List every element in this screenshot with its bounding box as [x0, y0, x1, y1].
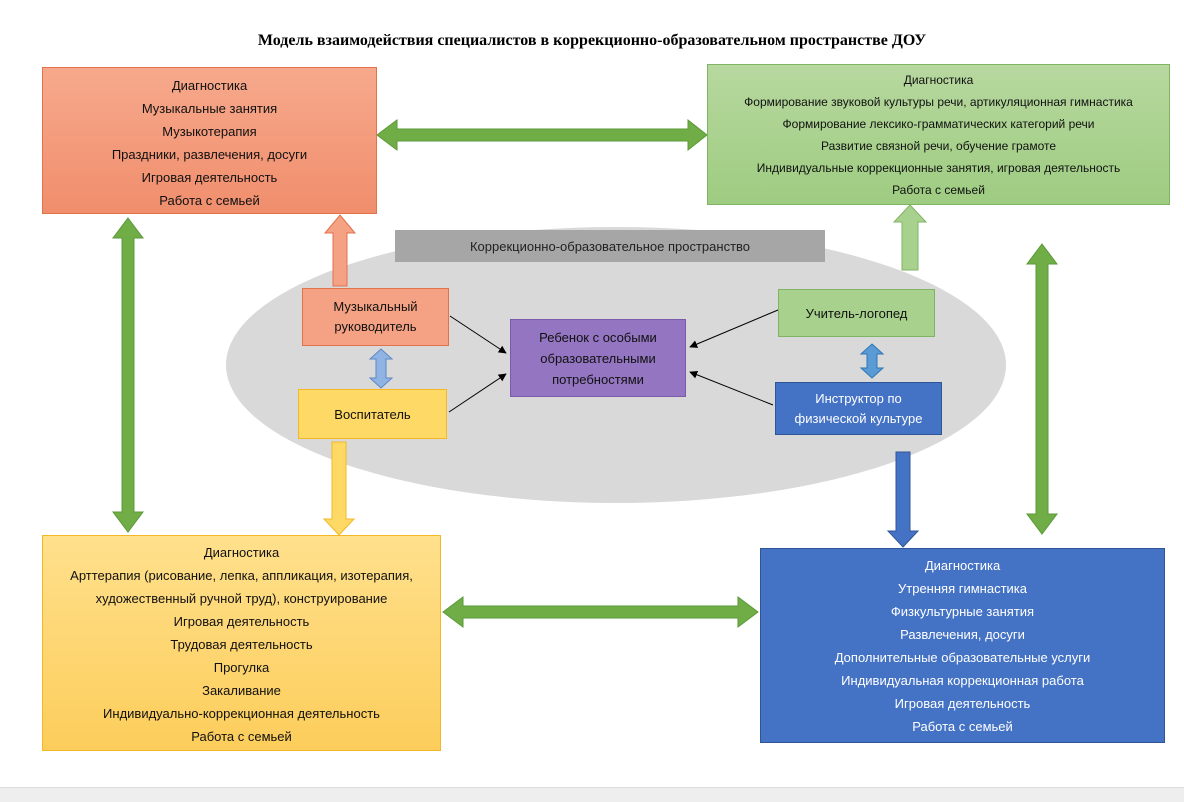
music-activity-item: Работа с семьей: [159, 193, 260, 208]
arrow-pe-role-down: [886, 451, 920, 548]
child-node: Ребенок с особыми образовательными потре…: [510, 319, 686, 397]
core-space-label: Коррекционно-образовательное пространств…: [395, 230, 825, 262]
speech-activity-item: Формирование лексико-грамматических кате…: [782, 117, 1095, 131]
pe-activity-item: Индивидуальная коррекционная работа: [841, 673, 1084, 688]
arrow-pe-to-child: [689, 370, 774, 406]
speech-activity-item: Индивидуальные коррекционные занятия, иг…: [756, 161, 1121, 175]
teacher-activities-box: Диагностика Арттерапия (рисование, лепка…: [42, 535, 441, 751]
double-arrow-speech-pe: [1026, 243, 1058, 535]
teacher-activity-item: Арттерапия (рисование, лепка, аппликация…: [70, 568, 413, 583]
double-arrow-teacher-pe: [442, 596, 759, 628]
pe-activity-item: Работа с семьей: [912, 719, 1013, 734]
pe-activity-item: Развлечения, досуги: [900, 627, 1025, 642]
double-arrow-speech-pe-roles: [859, 343, 885, 379]
speech-therapist-label: Учитель-логопед: [805, 305, 908, 321]
speech-activity-item: Работа с семьей: [892, 183, 985, 197]
music-activity-item: Музыкотерапия: [162, 124, 257, 139]
educator-label: Воспитатель: [334, 406, 411, 422]
speech-therapist-node: Учитель-логопед: [778, 289, 935, 337]
educator-node: Воспитатель: [298, 389, 447, 439]
arrow-speech-role-up: [892, 204, 928, 271]
teacher-activity-item: Диагностика: [203, 545, 280, 560]
music-activity-item: Диагностика: [171, 78, 248, 93]
music-director-node: Музыкальный руководитель: [302, 288, 449, 346]
pe-activity-item: Физкультурные занятия: [890, 604, 1035, 619]
teacher-activity-item: Трудовая деятельность: [170, 637, 313, 652]
teacher-activity-item: Закаливание: [202, 683, 281, 698]
arrow-teacher-to-child: [448, 373, 507, 413]
music-activity-item: Игровая деятельность: [141, 170, 278, 185]
teacher-activity-item: художественный ручной труд), конструиров…: [95, 591, 388, 606]
arrow-music-to-child: [449, 315, 507, 354]
arrow-music-role-up: [323, 214, 357, 287]
speech-activity-item: Диагностика: [903, 73, 974, 87]
arrow-teacher-role-down: [322, 441, 356, 536]
music-activity-item: Музыкальные занятия: [141, 101, 278, 116]
speech-activity-item: Развитие связной речи, обучение грамоте: [820, 139, 1057, 153]
bottom-strip: [0, 787, 1184, 802]
double-arrow-music-teacher-roles: [368, 348, 394, 389]
pe-activity-item: Дополнительные образовательные услуги: [834, 650, 1091, 665]
teacher-activity-item: Прогулка: [213, 660, 270, 675]
child-label: Ребенок с особыми: [539, 329, 657, 345]
pe-instructor-label: Инструктор по: [815, 390, 902, 406]
music-director-label: Музыкальный: [333, 299, 418, 314]
diagram-title: Модель взаимодействия специалистов в кор…: [257, 32, 927, 49]
child-label: образовательными: [540, 350, 656, 366]
child-label: потребностями: [552, 371, 644, 387]
pe-activity-item: Игровая деятельность: [894, 696, 1031, 711]
double-arrow-music-speech: [376, 118, 708, 152]
speech-activities-box: Диагностика Формирование звуковой культу…: [707, 64, 1170, 205]
pe-instructor-node: Инструктор по физической культуре: [775, 382, 942, 435]
music-activities-box: Диагностика Музыкальные занятия Музыкоте…: [42, 67, 377, 214]
teacher-activity-item: Игровая деятельность: [173, 614, 310, 629]
teacher-activity-item: Работа с семьей: [191, 729, 292, 744]
double-arrow-music-teacher: [112, 217, 144, 533]
music-director-label: руководитель: [334, 319, 417, 334]
arrow-speech-to-child: [689, 309, 779, 348]
teacher-activity-item: Индивидуально-коррекционная деятельность: [103, 706, 380, 721]
pe-activity-item: Диагностика: [924, 558, 1001, 573]
pe-activity-item: Утренняя гимнастика: [898, 581, 1027, 596]
pe-activities-box: Диагностика Утренняя гимнастика Физкульт…: [760, 548, 1165, 743]
speech-activity-item: Формирование звуковой культуры речи, арт…: [744, 95, 1133, 109]
pe-instructor-label: физической культуре: [794, 410, 923, 426]
music-activity-item: Праздники, развлечения, досуги: [111, 147, 308, 162]
